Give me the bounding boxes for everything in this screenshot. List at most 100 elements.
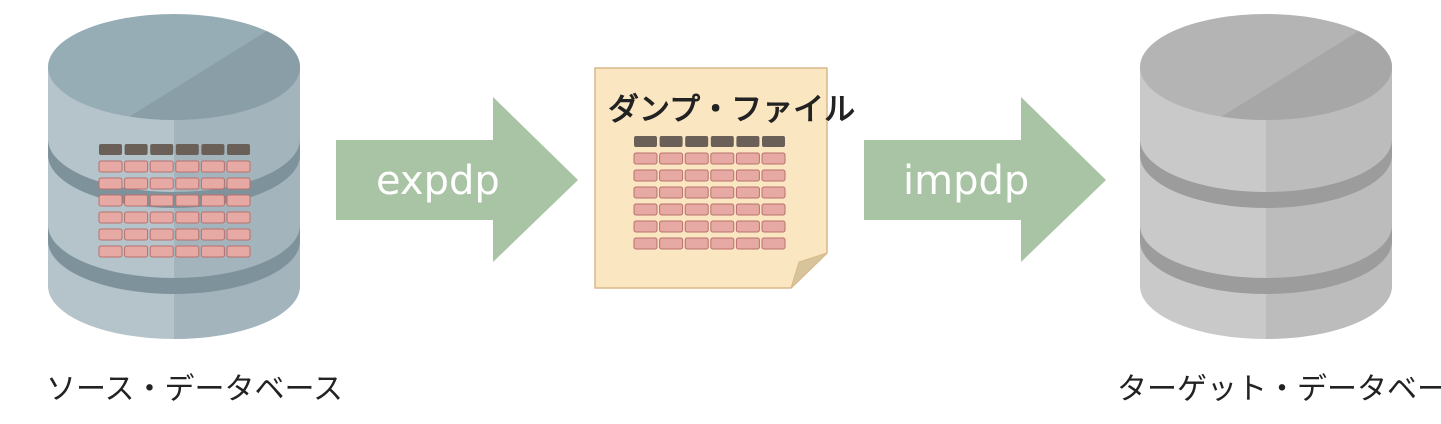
table-header-cell bbox=[124, 144, 148, 155]
cylinder-band bbox=[1140, 139, 1392, 208]
table-cell bbox=[735, 220, 760, 233]
table-cell bbox=[761, 237, 786, 250]
import-arrow-label: impdp bbox=[903, 158, 1030, 204]
table-cell bbox=[684, 237, 709, 250]
target-database-icon bbox=[1140, 14, 1392, 339]
table-cell bbox=[684, 186, 709, 199]
table-cell bbox=[659, 186, 684, 199]
table-header-cell bbox=[710, 136, 734, 147]
table-cell bbox=[659, 152, 684, 165]
table-cell bbox=[149, 160, 174, 173]
table-cell bbox=[710, 237, 735, 250]
table-header-cell bbox=[685, 136, 709, 147]
dump-file-fold bbox=[790, 252, 828, 289]
cylinder-band bbox=[1140, 225, 1392, 294]
table-cell bbox=[633, 186, 658, 199]
table-cell bbox=[175, 245, 200, 258]
table-cell bbox=[175, 194, 200, 207]
table-cell bbox=[226, 177, 251, 190]
table-cell bbox=[710, 220, 735, 233]
table-cell bbox=[710, 152, 735, 165]
table-cell bbox=[761, 186, 786, 199]
table-cell bbox=[710, 186, 735, 199]
table-cell bbox=[761, 152, 786, 165]
table-cell bbox=[735, 186, 760, 199]
table-cell bbox=[149, 177, 174, 190]
table-cell bbox=[200, 194, 225, 207]
table-cell bbox=[735, 152, 760, 165]
table-cell bbox=[633, 220, 658, 233]
table-cell bbox=[226, 211, 251, 224]
table-cell bbox=[98, 177, 123, 190]
table-cell bbox=[735, 169, 760, 182]
table-cell bbox=[149, 194, 174, 207]
target-database-label: ターゲット・データベース bbox=[1117, 372, 1441, 407]
table-cell bbox=[710, 203, 735, 216]
table-cell bbox=[633, 152, 658, 165]
table-cell bbox=[200, 211, 225, 224]
source-database-label: ソース・データベース bbox=[46, 372, 343, 407]
table-cell bbox=[226, 245, 251, 258]
table-cell bbox=[761, 203, 786, 216]
cylinder-band bbox=[48, 139, 300, 208]
table-cell bbox=[200, 228, 225, 241]
table-header-cell bbox=[762, 136, 785, 147]
dump-file-title: ダンプ・ファイル bbox=[608, 92, 856, 128]
table-cell bbox=[149, 211, 174, 224]
table-cell bbox=[124, 228, 149, 241]
table-cell bbox=[226, 228, 251, 241]
table-cell bbox=[200, 160, 225, 173]
table-cell bbox=[98, 160, 123, 173]
cylinder-top-shade bbox=[1216, 14, 1392, 120]
table-header-cell bbox=[150, 144, 174, 155]
dump-file-table-icon bbox=[633, 136, 786, 250]
table-cell bbox=[659, 220, 684, 233]
table-cell bbox=[633, 203, 658, 216]
table-cell bbox=[200, 245, 225, 258]
table-cell bbox=[175, 160, 200, 173]
export-arrow bbox=[336, 97, 578, 262]
table-cell bbox=[98, 228, 123, 241]
table-cell bbox=[684, 169, 709, 182]
table-header-cell bbox=[227, 144, 250, 155]
cylinder-top-shade bbox=[124, 14, 300, 120]
dump-file-icon bbox=[594, 67, 828, 289]
table-cell bbox=[124, 177, 149, 190]
table-cell bbox=[149, 228, 174, 241]
table-header-cell bbox=[201, 144, 225, 155]
table-header-cell bbox=[175, 144, 199, 155]
table-cell bbox=[633, 169, 658, 182]
table-header-cell bbox=[634, 136, 657, 147]
table-cell bbox=[761, 220, 786, 233]
table-cell bbox=[200, 177, 225, 190]
cylinder-band bbox=[48, 225, 300, 294]
table-cell bbox=[175, 177, 200, 190]
table-cell bbox=[659, 169, 684, 182]
table-cell bbox=[98, 245, 123, 258]
table-cell bbox=[226, 194, 251, 207]
table-cell bbox=[659, 237, 684, 250]
source-database-icon bbox=[48, 14, 300, 339]
table-cell bbox=[175, 228, 200, 241]
table-header-cell bbox=[659, 136, 683, 147]
table-cell bbox=[124, 160, 149, 173]
table-cell bbox=[761, 169, 786, 182]
table-cell bbox=[124, 194, 149, 207]
table-cell bbox=[124, 245, 149, 258]
table-cell bbox=[710, 169, 735, 182]
table-cell bbox=[175, 211, 200, 224]
table-cell bbox=[98, 211, 123, 224]
table-cell bbox=[684, 203, 709, 216]
table-cell bbox=[684, 152, 709, 165]
export-arrow-label: expdp bbox=[376, 158, 500, 204]
import-arrow bbox=[864, 97, 1106, 262]
table-cell bbox=[659, 203, 684, 216]
table-cell bbox=[633, 237, 658, 250]
table-header-cell bbox=[736, 136, 760, 147]
table-cell bbox=[226, 160, 251, 173]
table-cell bbox=[98, 194, 123, 207]
table-cell bbox=[735, 237, 760, 250]
table-cell bbox=[124, 211, 149, 224]
table-header-cell bbox=[99, 144, 122, 155]
table-cell bbox=[149, 245, 174, 258]
